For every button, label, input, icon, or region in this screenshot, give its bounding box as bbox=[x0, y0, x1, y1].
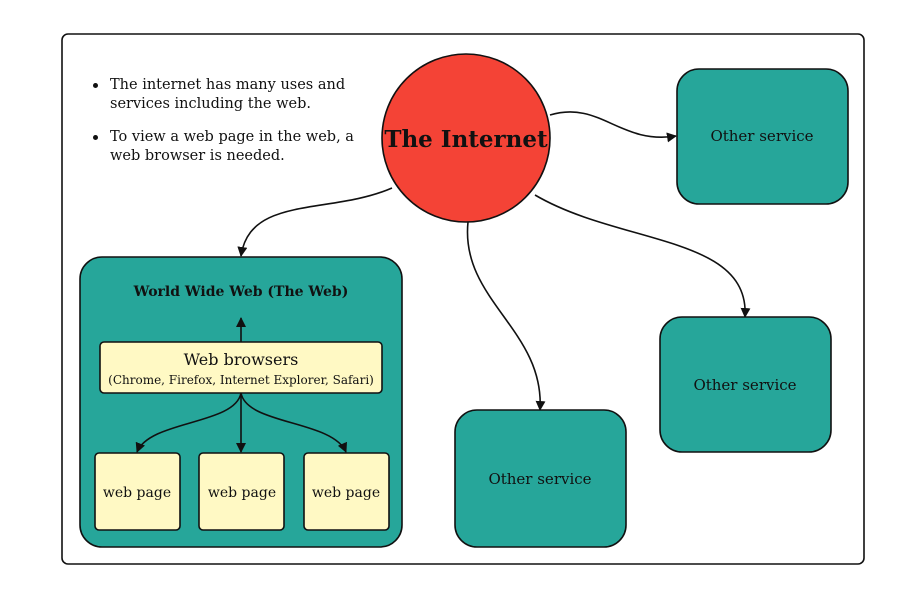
service-label-top-right: Other service bbox=[710, 127, 813, 145]
edge-internet-to-top-service bbox=[549, 111, 677, 143]
service-node-top-right bbox=[676, 68, 849, 205]
web-browsers-label: Web browsers bbox=[184, 350, 299, 369]
notes-list: The internet has many uses and services … bbox=[90, 76, 380, 180]
web-page-label-1: web page bbox=[103, 485, 171, 501]
internet-label: The Internet bbox=[384, 126, 548, 153]
edge-browser-to-page-1 bbox=[135, 392, 242, 453]
web-page-box-3 bbox=[303, 452, 390, 531]
web-page-box-1 bbox=[94, 452, 181, 531]
internet-node bbox=[381, 53, 551, 223]
note-item: To view a web page in the web, a web bro… bbox=[90, 128, 380, 166]
edge-internet-to-middle-service bbox=[466, 221, 546, 411]
web-browsers-examples: (Chrome, Firefox, Internet Explorer, Saf… bbox=[108, 373, 374, 387]
service-label-bottom: Other service bbox=[488, 470, 591, 488]
web-title: World Wide Web (The Web) bbox=[133, 284, 349, 300]
web-page-box-2 bbox=[198, 452, 285, 531]
service-node-right bbox=[659, 316, 832, 453]
service-node-bottom bbox=[454, 409, 627, 548]
web-page-label-2: web page bbox=[208, 485, 276, 501]
service-label-right: Other service bbox=[693, 376, 796, 394]
edge-browser-to-page-3 bbox=[240, 392, 347, 453]
web-page-label-3: web page bbox=[312, 485, 380, 501]
edge-internet-to-right-service bbox=[534, 194, 751, 318]
edge-internet-to-web bbox=[237, 187, 393, 257]
note-item: The internet has many uses and services … bbox=[90, 76, 380, 114]
